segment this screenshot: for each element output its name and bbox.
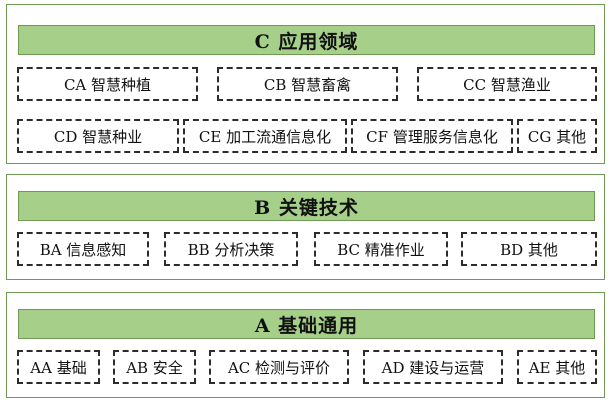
box-cg: CG 其他: [517, 119, 597, 153]
box-cb: CB 智慧畜禽: [217, 67, 398, 101]
layer-a-title: A 基础通用: [18, 309, 595, 339]
box-cd: CD 智慧种业: [17, 119, 179, 153]
box-aa: AA 基础: [17, 350, 100, 384]
box-bc: BC 精准作业: [314, 232, 448, 266]
box-cf: CF 管理服务信息化: [351, 119, 513, 153]
box-ca: CA 智慧种植: [17, 67, 198, 101]
box-ce: CE 加工流通信息化: [183, 119, 347, 153]
layer-c-title: C 应用领域: [18, 25, 595, 55]
box-ba: BA 信息感知: [17, 232, 149, 266]
layer-b-title: B 关键技术: [18, 191, 595, 221]
box-bd: BD 其他: [461, 232, 597, 266]
box-cc: CC 智慧渔业: [417, 67, 597, 101]
layer-b-key-technology: B 关键技术 BA 信息感知 BB 分析决策 BC 精准作业 BD 其他: [6, 174, 605, 280]
box-bb: BB 分析决策: [164, 232, 298, 266]
box-ab: AB 安全: [113, 350, 196, 384]
layer-a-foundation: A 基础通用 AA 基础 AB 安全 AC 检测与评价 AD 建设与运营 AE …: [6, 292, 605, 398]
box-ac: AC 检测与评价: [209, 350, 349, 384]
box-ae: AE 其他: [517, 350, 597, 384]
layer-c-application: C 应用领域 CA 智慧种植 CB 智慧畜禽 CC 智慧渔业 CD 智慧种业 C…: [6, 4, 605, 164]
box-ad: AD 建设与运营: [363, 350, 503, 384]
